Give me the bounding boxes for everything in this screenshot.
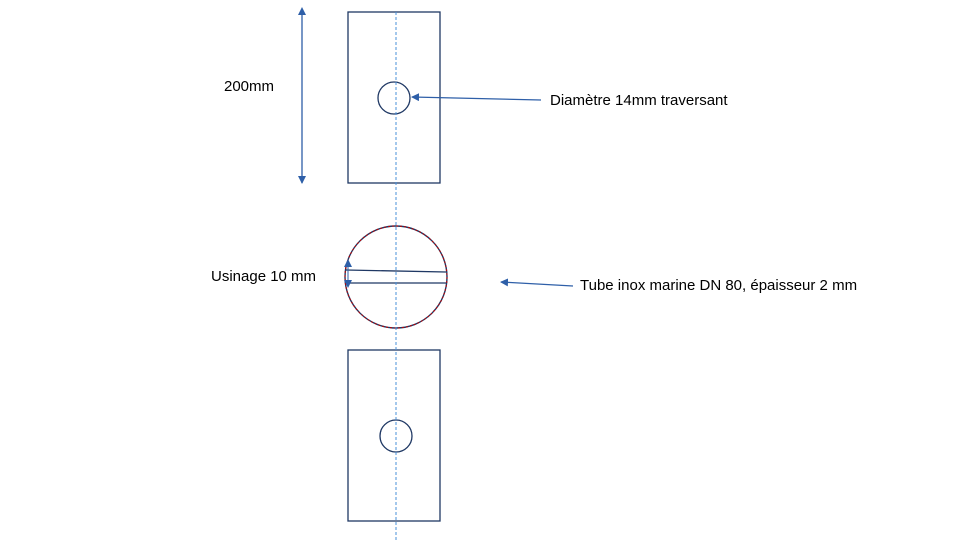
tube-section-red-outline	[344, 225, 448, 329]
hole-leader-arrow	[411, 93, 542, 102]
height-dimension-label: 200mm	[224, 78, 275, 95]
hole-diameter-label: Diamètre 14mm traversant	[550, 92, 728, 109]
machining-label: Usinage 10 mm	[211, 268, 317, 285]
top-plate-hole	[377, 81, 411, 115]
bottom-plate	[347, 349, 441, 522]
tube-leader-arrow	[500, 278, 574, 287]
machining-line-top	[345, 269, 447, 273]
tube-label: Tube inox marine DN 80, épaisseur 2 mm	[580, 277, 858, 294]
